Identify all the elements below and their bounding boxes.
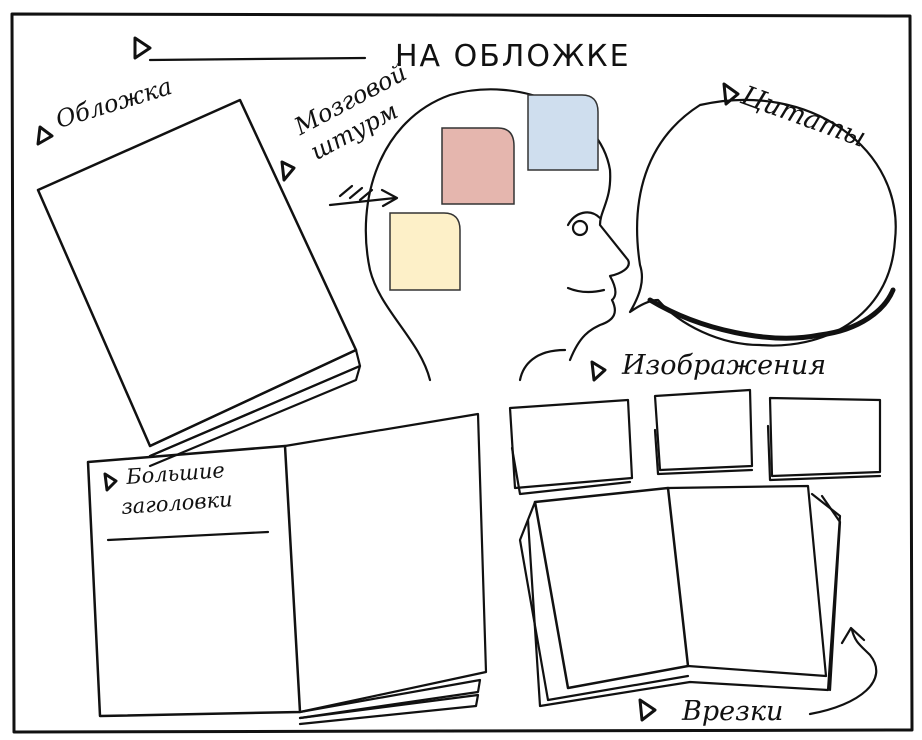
page-title: НА ОБЛОЖКЕ [395,42,631,72]
cover-play-icon [38,127,52,144]
sidebars-label: Врезки [682,698,783,725]
sidebars-play-icon [640,700,655,720]
image-frame-2 [655,390,752,474]
headlines-book [88,414,486,724]
sidebars-book [520,486,840,706]
sticky-note-blue [528,95,598,170]
headlines-play-icon [105,474,116,490]
images-label: Изображения [622,352,826,379]
image-frame-1 [510,400,632,494]
cover-booklet [38,100,360,466]
image-frame-3 [768,398,880,480]
title-blank-line [150,58,365,60]
sticky-note-yellow [390,213,460,290]
sticky-note-red [442,128,514,204]
title-play-icon [135,38,150,58]
brainstorm-play-icon [282,162,294,180]
images-play-icon [592,362,605,380]
